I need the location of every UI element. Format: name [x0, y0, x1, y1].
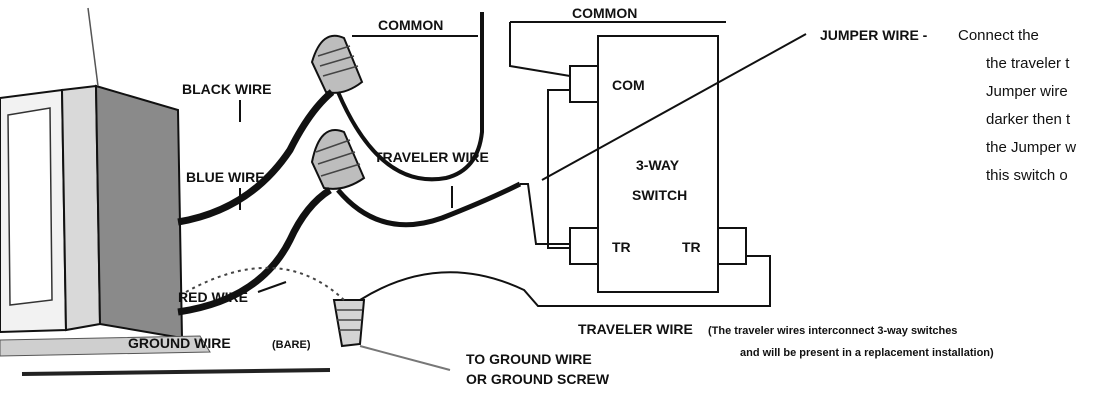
label-traveler-wire-bottom: TRAVELER WIRE: [578, 321, 693, 337]
light-fixture: [0, 7, 211, 357]
switch-com-label: COM: [612, 77, 645, 93]
label-jumper-wire: JUMPER WIRE -: [820, 27, 928, 43]
switch-tr-left: TR: [612, 239, 631, 255]
wire-nut-middle: [310, 129, 366, 190]
switch-tr-right: TR: [682, 239, 701, 255]
wire-nut-top: [310, 34, 364, 94]
wire-nut-ground: [332, 299, 366, 348]
jumper-leader-line: [541, 33, 807, 181]
label-to-ground-line2: OR GROUND SCREW: [466, 371, 610, 387]
red-wire-leader: [257, 281, 287, 293]
jumper-description-line-5: the Jumper w: [986, 139, 1076, 156]
jumper-description-line-1: Connect the: [958, 27, 1039, 44]
label-common-top: COMMON: [572, 5, 637, 21]
label-common-left: COMMON: [378, 17, 443, 33]
label-red-wire: RED WIRE: [178, 289, 248, 305]
switch-title-line1: 3-WAY: [636, 157, 680, 173]
jumper-description-line-4: darker then t: [986, 111, 1071, 128]
black-wire: [177, 12, 484, 226]
ground-wire: [21, 345, 451, 376]
label-blue-wire: BLUE WIRE: [186, 169, 265, 185]
jumper-description-line-3: Jumper wire: [986, 83, 1068, 100]
traveler-wire-upper: [336, 181, 522, 228]
label-traveler-wire-mid: TRAVELER WIRE: [374, 149, 489, 165]
jumper-description-line-2: the traveler t: [986, 55, 1070, 72]
blue-wire: [177, 187, 332, 316]
switch-title-line2: SWITCH: [632, 187, 687, 203]
jumper-description-line-6: this switch o: [986, 167, 1068, 184]
label-to-ground-line1: TO GROUND WIRE: [466, 351, 592, 367]
label-traveler-note-line2: and will be present in a replacement ins…: [740, 347, 994, 359]
label-traveler-note-line1: (The traveler wires interconnect 3-way s…: [708, 325, 957, 337]
label-ground-wire-note: (BARE): [272, 339, 311, 351]
three-way-switch: [509, 21, 747, 293]
label-ground-wire: GROUND WIRE: [128, 335, 231, 351]
label-black-wire: BLACK WIRE: [182, 81, 271, 97]
red-wire: [185, 255, 771, 307]
